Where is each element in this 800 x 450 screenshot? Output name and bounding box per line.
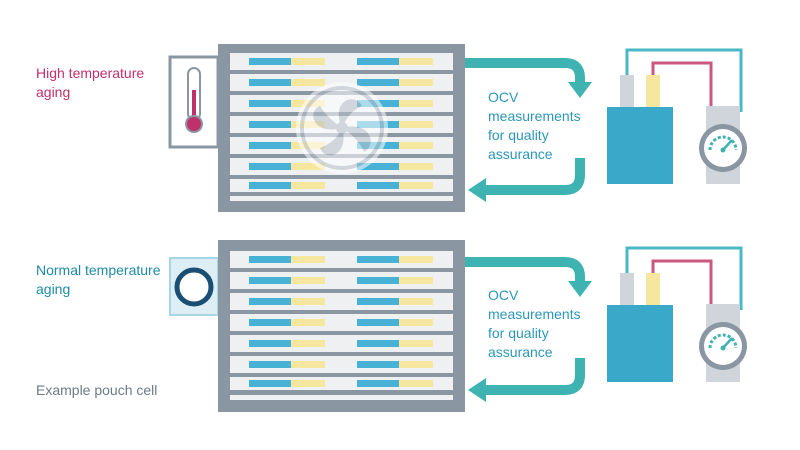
gauge-icon — [699, 304, 747, 382]
ocv-arrow-in-bottom — [468, 358, 585, 402]
ocv-line: OCV — [488, 287, 519, 303]
ocv-line: assurance — [488, 146, 553, 162]
test-wires-bottom — [625, 246, 743, 310]
ocv-line: for quality — [488, 325, 549, 341]
ocv-line: measurements — [488, 306, 581, 322]
thermometer-icon — [168, 55, 220, 149]
test-battery-bottom — [607, 273, 673, 382]
ocv-caption-bottom: OCV measurements for quality assurance — [488, 286, 598, 362]
ocv-arrow-out-top — [465, 58, 592, 98]
ocv-arrow-in-top — [468, 158, 585, 202]
ocv-arrow-out-bottom — [465, 257, 592, 297]
normal-temperature-label: Normal temperature aging — [36, 262, 161, 297]
ocv-caption-top: OCV measurements for quality assurance — [488, 88, 598, 164]
test-battery-top — [607, 75, 673, 184]
ocv-line: for quality — [488, 127, 549, 143]
fan-icon — [296, 82, 388, 174]
normal-temp-section — [169, 240, 747, 412]
gauge-icon — [699, 106, 747, 184]
example-pouch-cell-label: Example pouch cell — [36, 382, 158, 398]
high-temperature-label: High temperature aging — [36, 65, 145, 100]
pouch-cells-bottom — [249, 256, 433, 387]
battery-rack-top — [218, 44, 465, 212]
ring-icon — [169, 257, 219, 316]
ocv-line: assurance — [488, 344, 553, 360]
battery-rack-bottom — [218, 240, 465, 412]
ocv-line: measurements — [488, 108, 581, 124]
test-wires-top — [625, 48, 743, 112]
high-temp-section — [168, 44, 747, 212]
ocv-line: OCV — [488, 89, 519, 105]
